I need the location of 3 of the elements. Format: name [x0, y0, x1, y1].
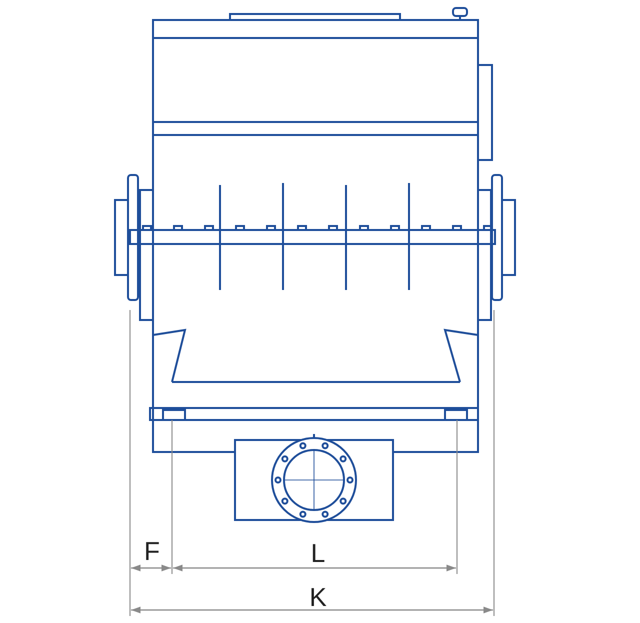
dimension-label: F	[144, 538, 160, 564]
dimension-label: K	[309, 584, 327, 610]
dimension-label: L	[310, 540, 326, 566]
